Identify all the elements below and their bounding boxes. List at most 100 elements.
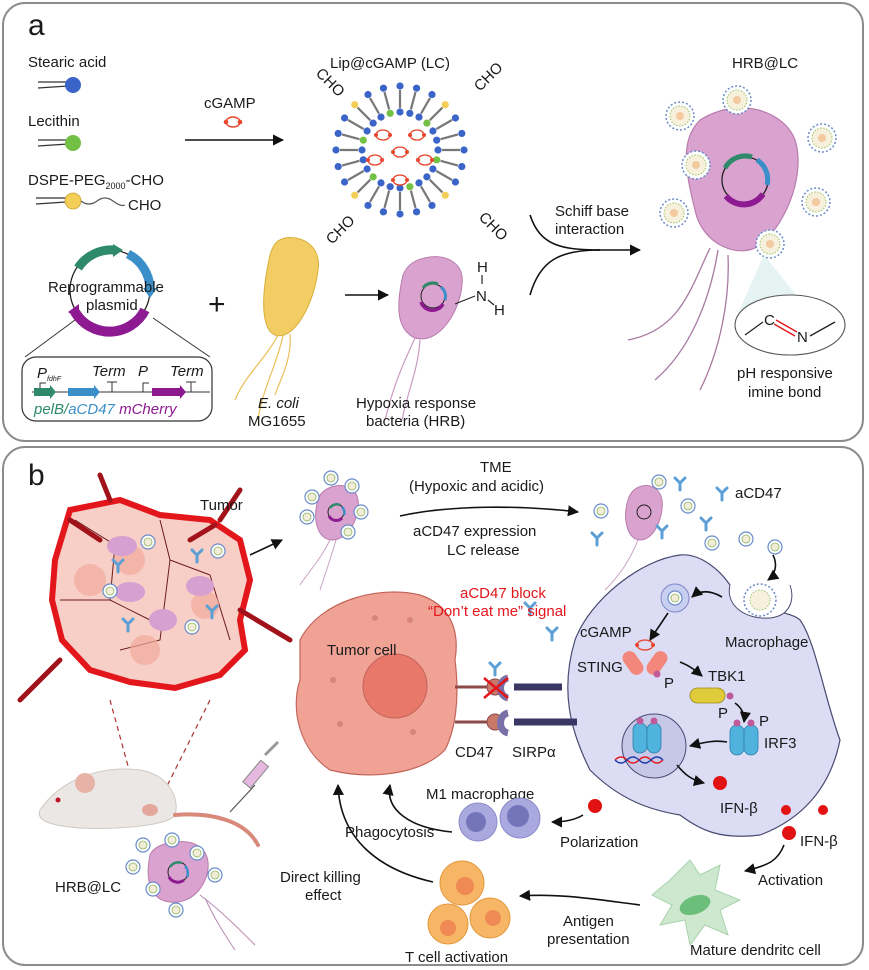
hrb-bacterium: Hypoxia response bacteria (HRB)	[356, 256, 476, 430]
lipid-head-inner	[369, 173, 377, 181]
lipid-head-outer	[451, 114, 460, 122]
macrophage-cell: Macrophage cGAMP STING P TBK1	[567, 554, 841, 837]
irf3-phospho: P	[759, 713, 769, 730]
hrb-lc-small: HRB@LC	[55, 832, 256, 951]
cgamp-molecule-dot	[391, 178, 395, 182]
hrb-lc-transit	[299, 470, 369, 591]
lipid-head-inner	[396, 184, 404, 192]
cgamp-molecule-dot	[380, 158, 384, 162]
block-cross-icon	[483, 677, 509, 699]
lipid-head-inner	[386, 183, 394, 191]
promoter2-label: P	[138, 363, 148, 380]
amine-h-top: H	[477, 259, 488, 276]
hrb-lc-title: HRB@LC	[732, 55, 798, 72]
acd47-gene-arrow	[68, 385, 100, 399]
mouse-icon	[38, 768, 260, 847]
tcell-label: T cell activation	[405, 949, 508, 966]
cd47-sirpa-interaction: CD47 SIRPα aCD47 block “Don’t eat me” si…	[428, 585, 577, 761]
plasmid-construct-box	[21, 356, 213, 422]
stearic-acid-icon	[37, 77, 81, 93]
ecoli-bacterium: E. coli MG1655	[234, 236, 319, 430]
lipid-head-outer	[364, 201, 372, 210]
schiff-label-line2: interaction	[555, 221, 624, 238]
lipid-tail	[440, 159, 459, 167]
lipid-tail	[356, 178, 372, 194]
lipid-head-inner	[433, 156, 441, 164]
t-cells: T cell activation Antigen presentation	[405, 860, 641, 966]
lipid-tail	[341, 159, 360, 167]
ifnb-outside-label: IFN-β	[800, 833, 838, 850]
lipid-head-outer	[441, 191, 449, 199]
dspe-peg-icon	[35, 192, 126, 210]
lipid-head-outer	[412, 208, 421, 216]
lecithin-label: Lecithin	[28, 113, 80, 130]
hrb-label-line1: Hypoxia response	[356, 395, 476, 412]
lecithin-icon	[37, 135, 81, 151]
plasmid-green-segment	[74, 245, 116, 271]
plasmid-blue-segment	[125, 249, 155, 289]
tme-arrow: TME (Hypoxic and acidic) aCD47 expressio…	[399, 459, 580, 559]
block-label-line1: aCD47 block	[460, 585, 546, 602]
imine-label-line2: imine bond	[748, 384, 821, 401]
lipid-head-inner	[363, 165, 371, 173]
lipid-head-outer	[340, 178, 349, 186]
schiff-base-arrow: Schiff base interaction	[529, 203, 642, 296]
lipid-head-inner	[423, 119, 431, 127]
lipid-head-inner	[406, 183, 414, 191]
lipid-tail	[435, 170, 453, 181]
components-legend: Stearic acid Lecithin DSPE-PEG2000-CHO C…	[28, 54, 164, 214]
lipid-head-inner	[423, 173, 431, 181]
lipid-tail	[428, 178, 444, 194]
plasmid-label-line1: Reprogrammable	[48, 279, 164, 296]
lipid-tail	[369, 97, 380, 115]
block-label-line2: “Don’t eat me” signal	[428, 603, 566, 620]
lipid-head-outer	[334, 129, 342, 138]
hrb-lc-label: HRB@LC	[55, 879, 121, 896]
reprogrammable-plasmid: Reprogrammable plasmid PfdhF Term P Term…	[21, 244, 213, 422]
cgamp-molecule-dot	[430, 158, 434, 162]
m1-macrophage: M1 macrophage Polarization	[426, 786, 638, 851]
cgamp-b-label: cGAMP	[580, 624, 632, 641]
lipid-head-inner	[429, 165, 437, 173]
irf3-label: IRF3	[764, 735, 797, 752]
pelb-gene-arrow	[34, 385, 56, 399]
lipid-head-outer	[396, 210, 404, 218]
tme-label-line1: TME	[480, 459, 512, 476]
lipid-head-outer	[458, 162, 466, 171]
panel-b-letter: b	[28, 459, 45, 492]
cgamp-molecule-dot	[391, 150, 395, 154]
cgamp-icon	[223, 116, 243, 128]
cgamp-molecule-dot	[366, 158, 370, 162]
cgamp-cargo	[366, 129, 434, 186]
amine-n: N	[476, 288, 487, 305]
panel-a: a Stearic acid Lecithin DSPE-PEG2000-CHO…	[2, 2, 864, 442]
cgamp-molecule-dot	[388, 133, 392, 137]
lipid-tail	[428, 106, 444, 122]
imine-c: C	[764, 312, 775, 329]
syringe-icon	[229, 740, 280, 813]
lipid-head-inner	[396, 108, 404, 116]
lipid-head-inner	[369, 119, 377, 127]
lipid-tail	[356, 106, 372, 122]
phagocytosis-arrow: Phagocytosis	[345, 783, 453, 841]
tbk1-protein	[689, 687, 726, 704]
lipid-head-outer	[458, 129, 466, 138]
cho-label: CHO	[128, 197, 161, 214]
cd47-label: CD47	[455, 744, 493, 761]
imine-label-line1: pH responsive	[737, 365, 833, 382]
antigen-label-line2: presentation	[547, 931, 630, 948]
lipid-head-outer	[428, 90, 436, 99]
stearic-acid-label: Stearic acid	[28, 54, 106, 71]
lipid-head-inner	[363, 127, 371, 135]
plasmid-label-line2: plasmid	[86, 297, 138, 314]
lipid-head-outer	[428, 201, 436, 210]
lipid-tail	[347, 119, 365, 130]
ecoli-strain-label: MG1655	[248, 413, 306, 430]
liposome-title: Lip@cGAMP (LC)	[330, 55, 450, 72]
sting-label: STING	[577, 659, 623, 676]
approaching-liposome	[743, 583, 777, 617]
cgamp-arrow: cGAMP	[185, 95, 285, 146]
lipid-head-inner	[358, 146, 366, 154]
term1-label: Term	[92, 363, 126, 380]
direct-killing-arrow: Direct killing effect	[280, 783, 434, 904]
